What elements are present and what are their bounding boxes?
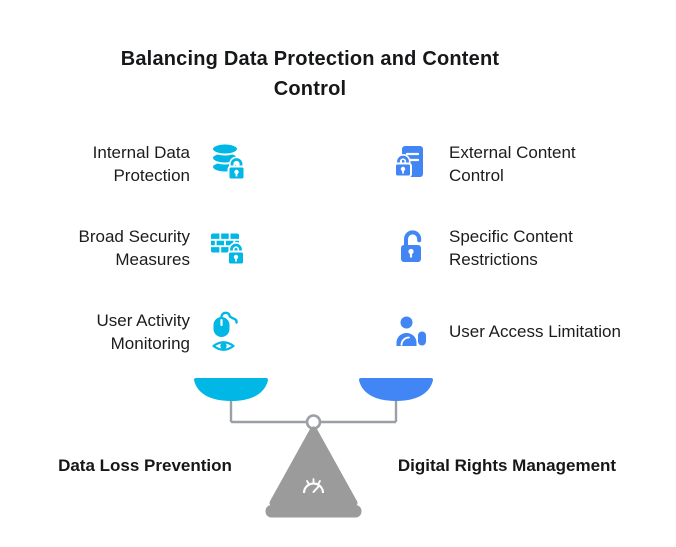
mouse-eye-icon: [203, 308, 251, 356]
left-footer-label: Data Loss Prevention: [58, 456, 232, 475]
right-item-label: User Access Limitation: [449, 322, 621, 342]
row-2: Broad Security Measures: [40, 206, 634, 290]
gauge-icon: [302, 478, 325, 494]
database-lock-icon: [203, 140, 251, 188]
pedestal-triangle: [269, 426, 358, 507]
right-item-label: Specific Content Restrictions: [449, 226, 573, 269]
left-scale-pan: [194, 378, 268, 401]
left-item-label: Broad Security Measures: [78, 226, 191, 269]
person-access-icon: [387, 308, 435, 356]
right-scale-pan: [359, 378, 433, 401]
right-item-label: External Content Control: [449, 142, 576, 185]
left-item-label: User Activity Monitoring: [96, 310, 190, 353]
right-footer-label: Digital Rights Management: [397, 456, 617, 475]
balance-scale: [194, 378, 433, 518]
left-item-label: Internal Data Protection: [92, 142, 190, 185]
document-lock-icon: [387, 140, 435, 188]
row-3: User Activity Monitoring: [40, 290, 634, 374]
page-title: Balancing Data Protection and Content Co…: [120, 48, 500, 101]
comparison-rows: Internal Data Protection: [40, 122, 634, 374]
brick-wall-lock-icon: [203, 224, 251, 272]
pedestal-base: [265, 505, 362, 518]
open-padlock-icon: [387, 224, 435, 272]
row-1: Internal Data Protection: [40, 122, 634, 206]
